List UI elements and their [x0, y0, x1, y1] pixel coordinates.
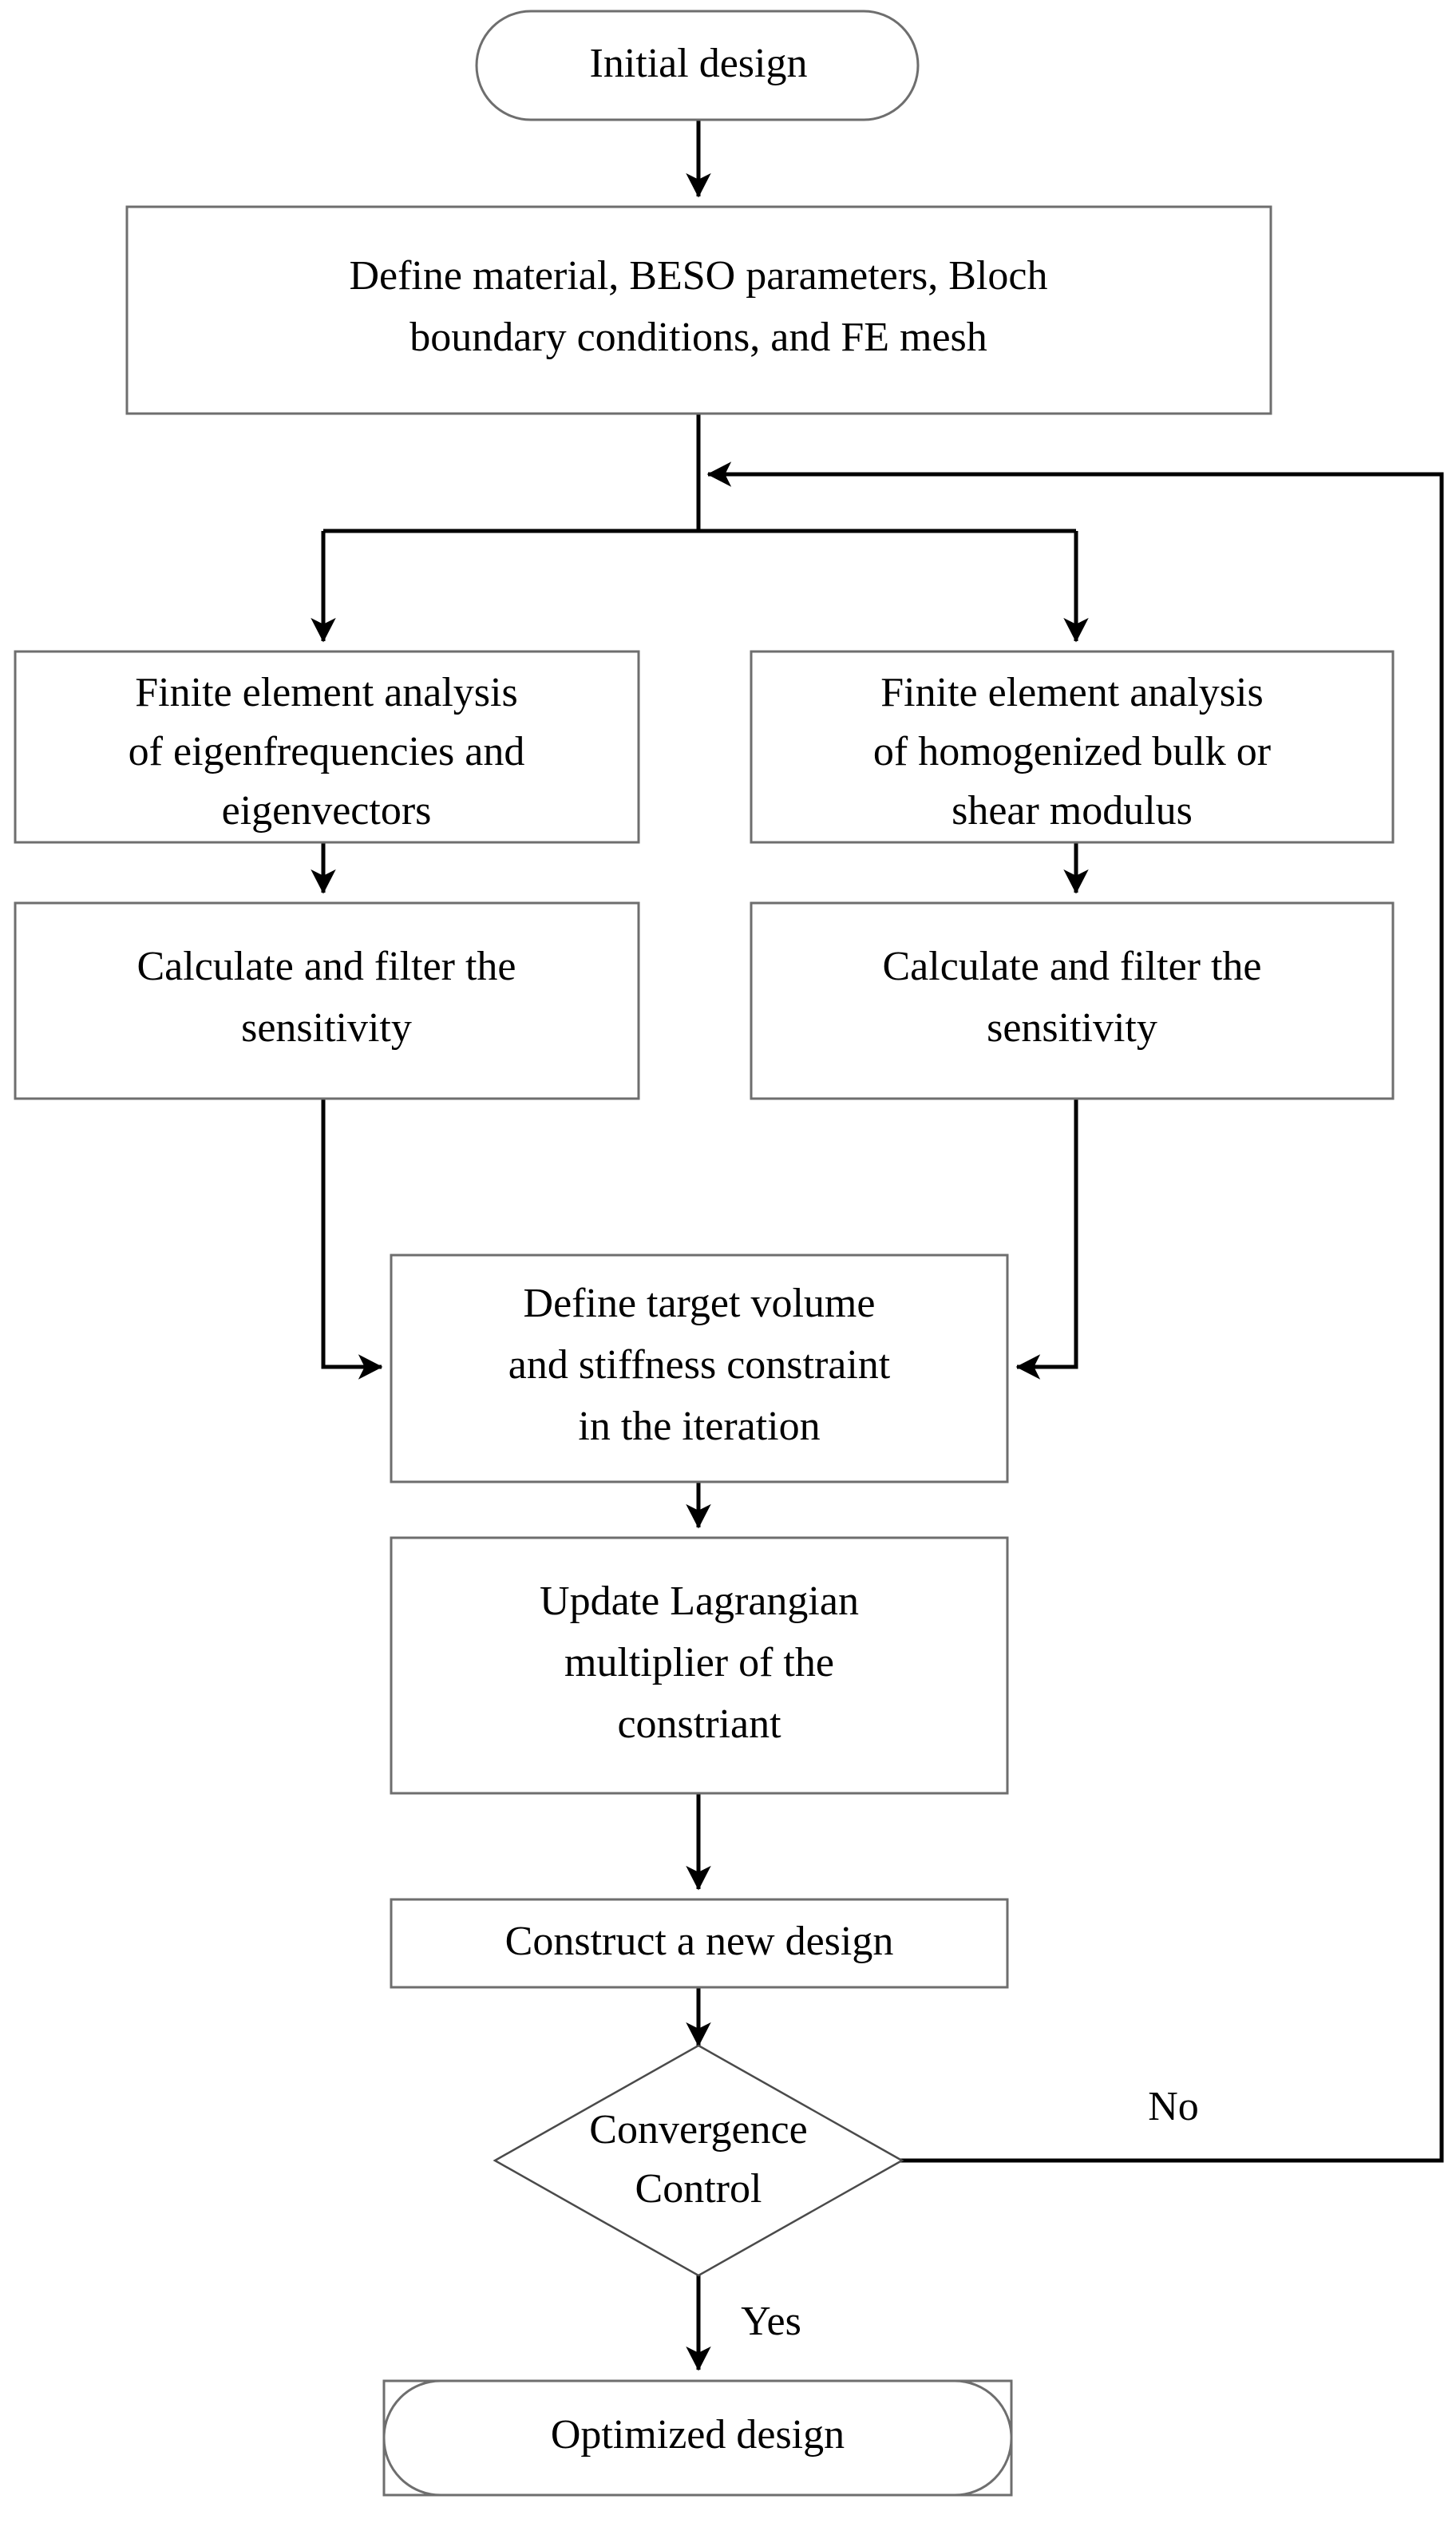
connector-decision-no-feedback: [706, 461, 1444, 2163]
node-lagrangian-line3: constriant: [617, 1701, 781, 1747]
connector-sens-left-to-target: [321, 1098, 383, 1380]
node-sens-left-line2: sensitivity: [241, 1005, 412, 1051]
node-end-shape-rounded: [382, 2379, 1013, 2497]
node-start-label: Initial design: [590, 41, 808, 86]
node-lagrangian-line2: multiplier of the: [564, 1640, 834, 1685]
node-sens-right-line2: sensitivity: [987, 1005, 1157, 1051]
connector-sens-right-to-target: [1015, 1098, 1078, 1380]
node-sens-right-line1: Calculate and filter the: [882, 944, 1261, 989]
node-setup-line2: boundary conditions, and FE mesh: [410, 315, 987, 360]
node-setup-shape: [125, 205, 1272, 415]
node-lagrangian-line1: Update Lagrangian: [540, 1578, 859, 1624]
node-decision-shape: [493, 2044, 904, 2277]
node-end-label: Optimized design: [551, 2412, 845, 2458]
node-construct-label: Construct a new design: [505, 1919, 894, 1964]
node-fea-right-line3: shear modulus: [952, 788, 1193, 834]
node-start-shape: [475, 10, 920, 121]
node-lagrangian-shape: [390, 1536, 1009, 1795]
node-target-line3: in the iteration: [578, 1404, 820, 1449]
node-target-line2: and stiffness constraint: [508, 1342, 891, 1388]
node-fea-left-line3: eigenvectors: [222, 788, 432, 834]
node-fea-left-line1: Finite element analysis: [135, 670, 517, 715]
node-target-line1: Define target volume: [524, 1281, 876, 1326]
edge-label-yes: Yes: [741, 2299, 801, 2344]
node-construct-shape: [390, 1898, 1009, 1989]
node-decision-line1: Convergence: [589, 2107, 807, 2153]
edge-label-no: No: [1148, 2084, 1199, 2129]
node-fea-left-shape: [14, 650, 640, 844]
node-decision-line2: Control: [635, 2166, 762, 2212]
node-fea-right-shape: [750, 650, 1395, 844]
node-sens-left-shape: [14, 901, 640, 1100]
node-fea-left-line2: of eigenfrequencies and: [129, 729, 525, 774]
node-sens-left-line1: Calculate and filter the: [136, 944, 516, 989]
node-fea-right-line1: Finite element analysis: [880, 670, 1263, 715]
node-sens-right-shape: [750, 901, 1395, 1100]
node-setup-line1: Define material, BESO parameters, Bloch: [349, 253, 1047, 299]
node-fea-right-line2: of homogenized bulk or: [873, 729, 1271, 774]
node-target-shape: [390, 1254, 1009, 1483]
